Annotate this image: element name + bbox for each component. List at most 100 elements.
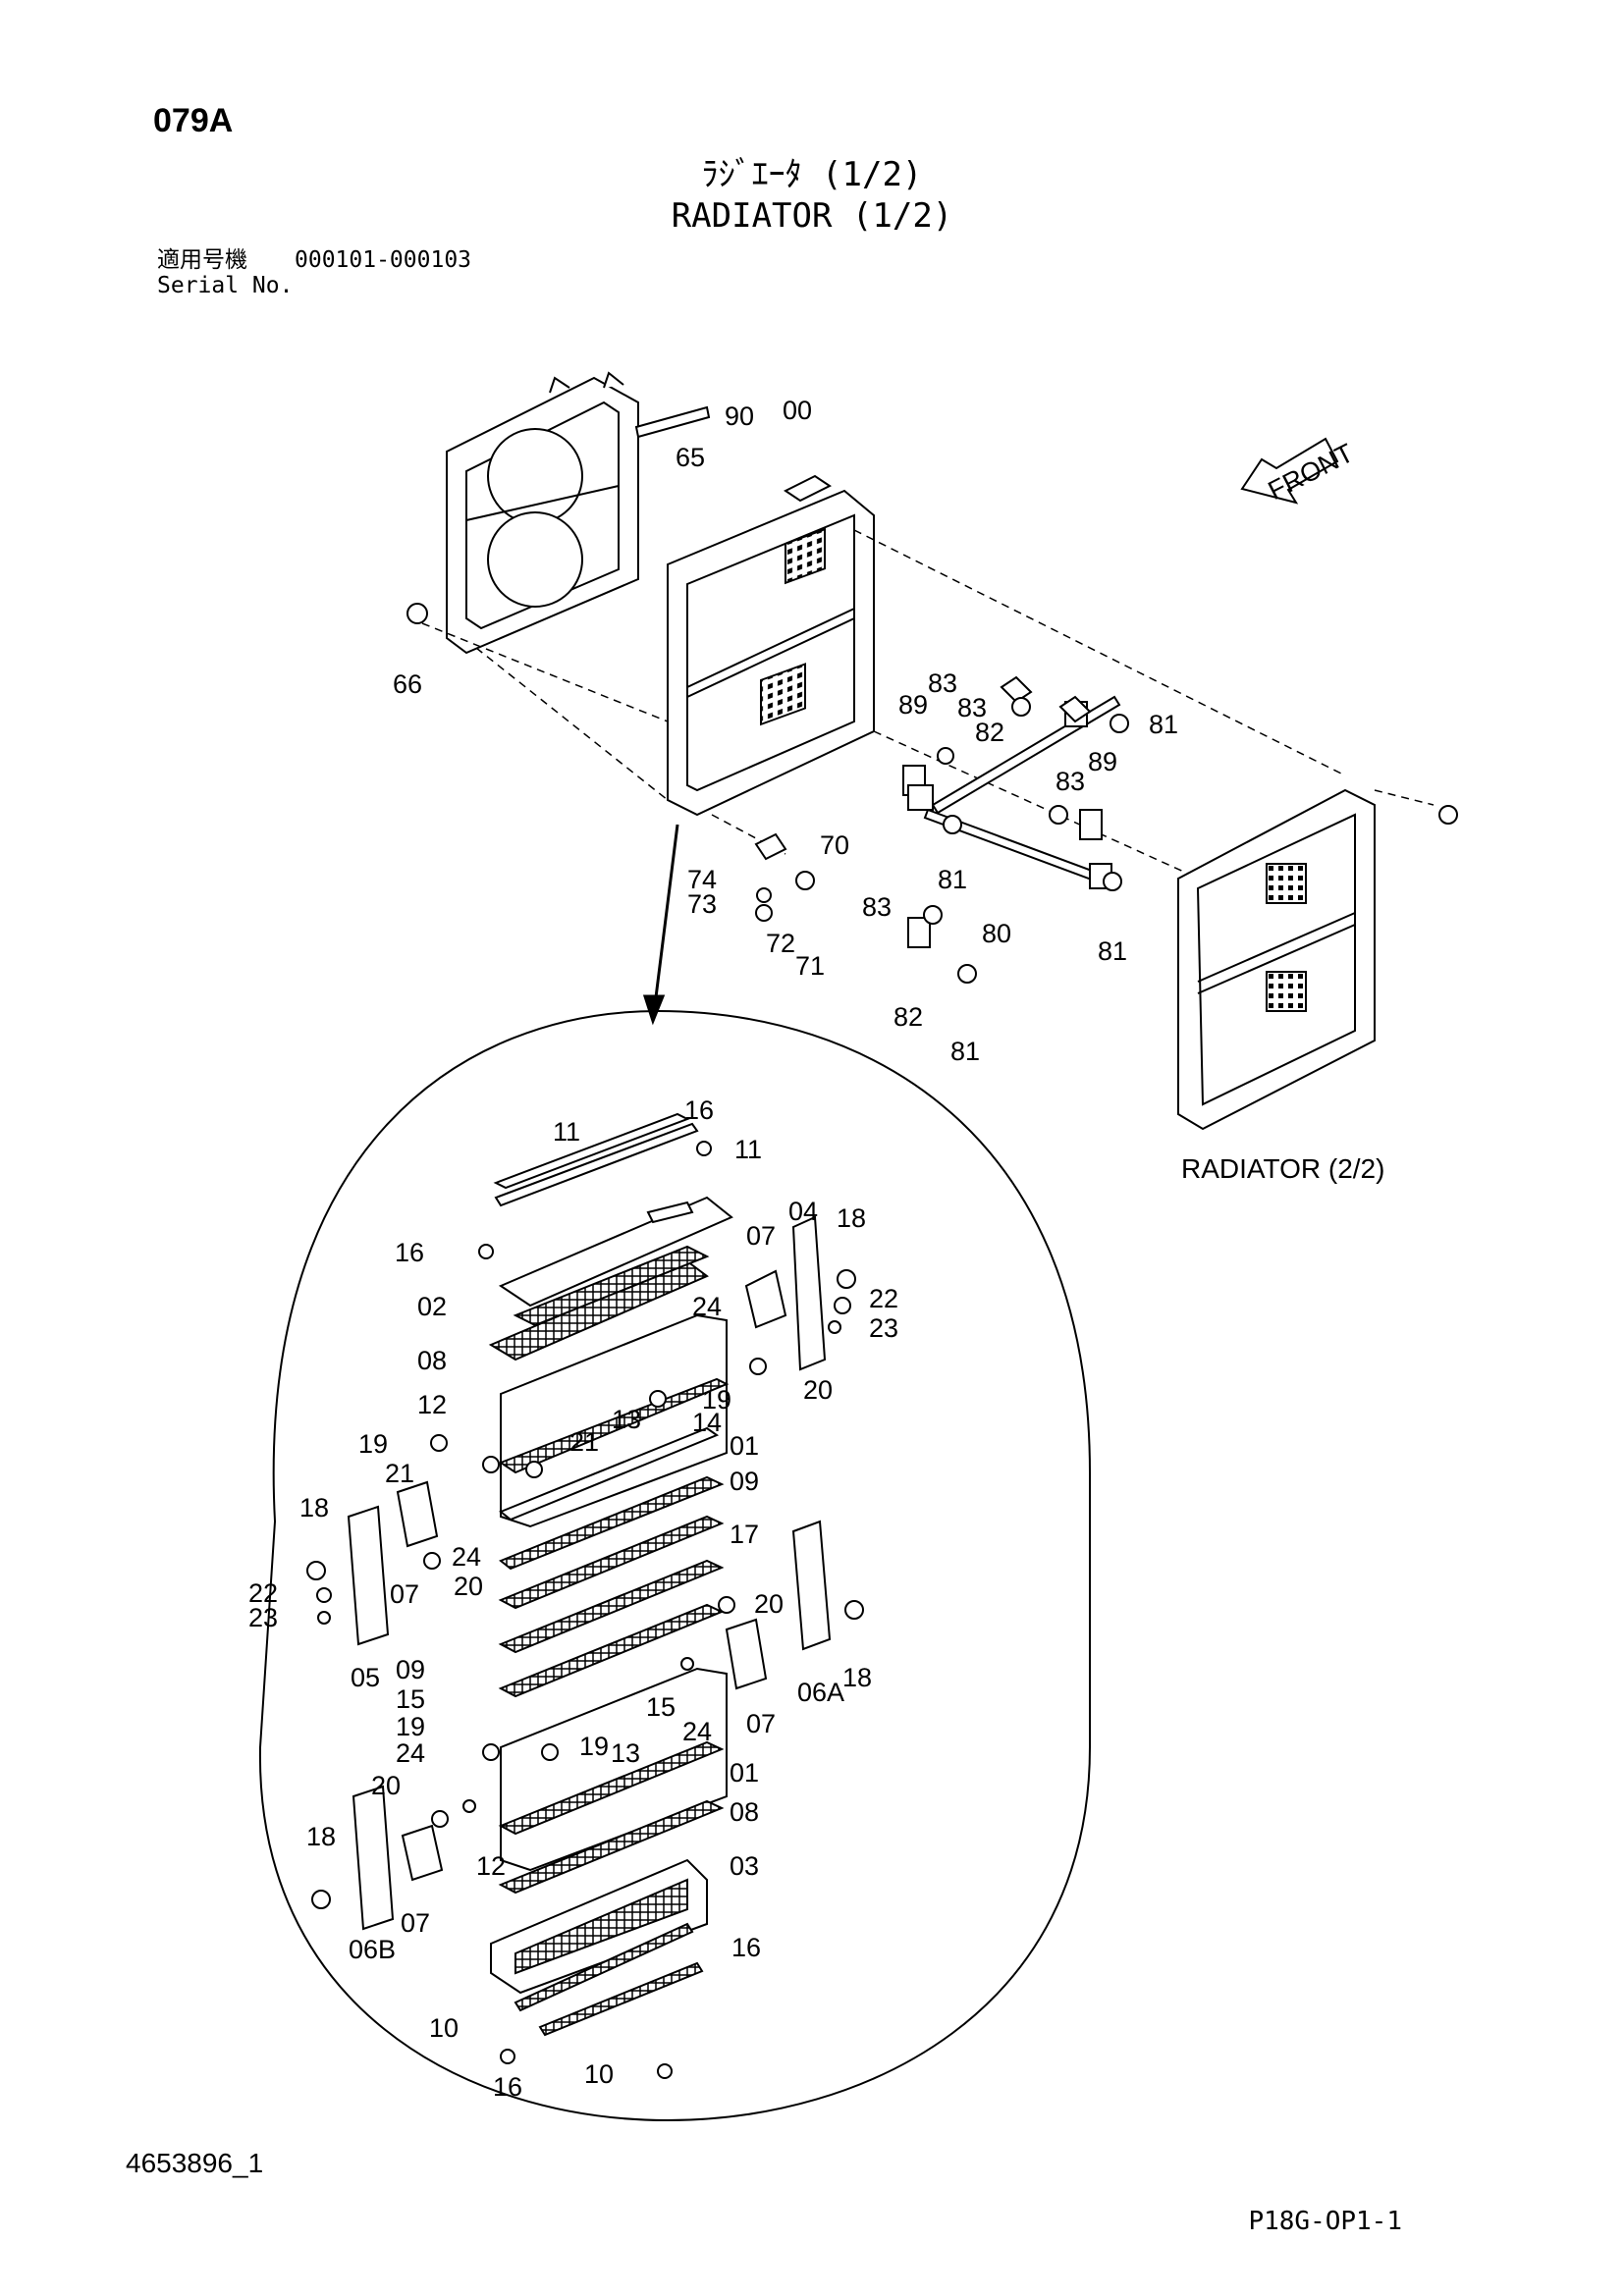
title-english: RADIATOR (1/2) (671, 196, 953, 236)
callout-81: 81 (950, 1037, 980, 1066)
callout-06A: 06A (797, 1678, 844, 1707)
callout-21: 21 (385, 1459, 414, 1488)
callout-04: 04 (788, 1197, 818, 1226)
callout-12: 12 (417, 1390, 447, 1419)
callout-89: 89 (898, 690, 928, 720)
callout-18: 18 (306, 1822, 336, 1851)
callout-13: 13 (612, 1405, 641, 1434)
callout-10: 10 (584, 2059, 614, 2089)
callout-08: 08 (417, 1346, 447, 1375)
callout-19: 19 (702, 1385, 731, 1415)
callout-81: 81 (1149, 710, 1178, 739)
callout-16: 16 (684, 1095, 714, 1125)
core-stack (488, 1112, 733, 2037)
callout-66: 66 (393, 669, 422, 699)
callout-24: 24 (396, 1738, 425, 1768)
radiator-2-2-unit (1177, 788, 1376, 1131)
callout-16: 16 (493, 2072, 522, 2102)
callout-24: 24 (692, 1292, 722, 1321)
callout-06B: 06B (349, 1935, 396, 1964)
callout-01: 01 (730, 1431, 759, 1461)
callout-13: 13 (611, 1738, 640, 1768)
callout-81: 81 (1098, 936, 1127, 966)
callout-23: 23 (869, 1313, 898, 1343)
callout-16: 16 (395, 1238, 424, 1267)
callout-18: 18 (837, 1203, 866, 1233)
title-japanese: ﾗｼﾞｴｰﾀ (1/2) (701, 155, 923, 194)
callout-18: 18 (299, 1493, 329, 1522)
callout-82: 82 (975, 718, 1004, 747)
callout-20: 20 (454, 1572, 483, 1601)
callout-00: 00 (783, 396, 812, 425)
page-reference: P18G-OP1-1 (1248, 2207, 1402, 2236)
callout-19: 19 (358, 1429, 388, 1459)
page-code: 079A (153, 102, 234, 139)
callout-22: 22 (869, 1284, 898, 1313)
callout-03: 03 (730, 1851, 759, 1881)
callout-18: 18 (842, 1663, 872, 1692)
callout-83: 83 (928, 668, 957, 698)
callout-21: 21 (569, 1427, 599, 1457)
callout-20: 20 (803, 1375, 833, 1405)
side-brackets (347, 1215, 832, 1931)
serial-label-jp: 適用号機 (157, 247, 247, 273)
callout-74: 74 (687, 865, 717, 894)
front-arrow: FRONT (1240, 437, 1358, 506)
doc-number: 4653896_1 (126, 2148, 264, 2178)
callout-71: 71 (795, 951, 825, 981)
callout-19: 19 (396, 1712, 425, 1741)
callout-11: 11 (734, 1135, 762, 1164)
callout-73: 73 (687, 889, 717, 919)
callout-10: 10 (429, 2013, 459, 2043)
stay-rods (902, 675, 1121, 948)
callout-07: 07 (746, 1709, 776, 1738)
callout-83: 83 (862, 892, 892, 922)
callout-72: 72 (766, 929, 795, 958)
radiator-00 (667, 474, 875, 817)
callout-11: 11 (553, 1117, 580, 1147)
callout-15: 15 (646, 1692, 676, 1722)
callout-89: 89 (1088, 747, 1117, 776)
callout-07: 07 (401, 1908, 430, 1938)
shroud-65 (446, 371, 639, 655)
callout-17: 17 (730, 1520, 759, 1549)
callout-05: 05 (351, 1663, 380, 1692)
bolts-detail (306, 1141, 864, 2079)
callout-83: 83 (1056, 767, 1085, 796)
callout-65: 65 (676, 443, 705, 472)
callout-83: 83 (957, 693, 987, 722)
detail-oval (258, 1009, 1091, 2122)
callout-24: 24 (452, 1542, 481, 1572)
serial-label-en: Serial No. (157, 273, 294, 298)
callout-08: 08 (730, 1797, 759, 1827)
detail-leader (642, 824, 679, 1026)
callout-14: 14 (692, 1408, 722, 1437)
callout-09: 09 (396, 1655, 425, 1684)
seal-90 (634, 405, 711, 439)
callout-01: 01 (730, 1758, 759, 1788)
callout-90: 90 (725, 401, 754, 431)
callout-20: 20 (371, 1771, 401, 1800)
callout-70: 70 (820, 830, 849, 860)
callout-07: 07 (746, 1221, 776, 1251)
callout-07: 07 (390, 1579, 419, 1609)
callout-02: 02 (417, 1292, 447, 1321)
bolts-top (406, 603, 1458, 984)
callout-22: 22 (248, 1578, 278, 1608)
callout-80: 80 (982, 919, 1011, 948)
callout-16: 16 (731, 1933, 761, 1962)
callout-23: 23 (248, 1603, 278, 1632)
callout-82: 82 (893, 1002, 923, 1032)
callout-81: 81 (938, 865, 967, 894)
callout-15: 15 (396, 1684, 425, 1714)
callout-labels: 00 65 90 66 89 83 83 82 81 89 83 70 74 7… (248, 396, 1178, 2102)
callout-24: 24 (682, 1717, 712, 1746)
callout-19: 19 (579, 1732, 609, 1761)
callout-20: 20 (754, 1589, 784, 1619)
serial-block: 適用号機 000101-000103 Serial No. (157, 247, 471, 298)
callout-12: 12 (476, 1851, 506, 1881)
serial-value: 000101-000103 (295, 247, 472, 273)
callout-09: 09 (730, 1467, 759, 1496)
radiator-2-2-label: RADIATOR (2/2) (1181, 1153, 1384, 1184)
